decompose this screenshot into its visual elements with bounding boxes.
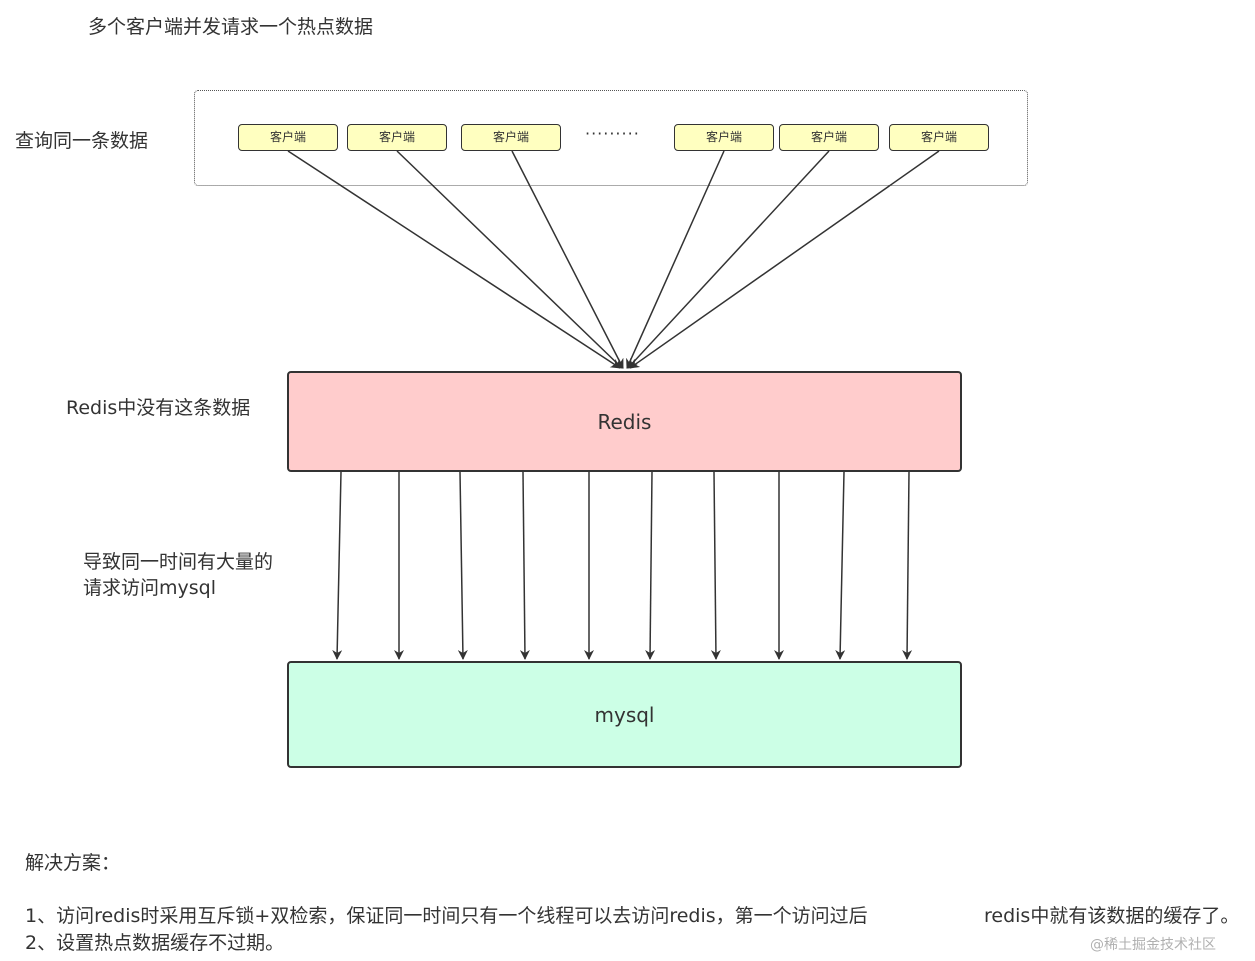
mysql-node-label: mysql	[594, 702, 655, 727]
client-node: 客户端	[889, 124, 989, 151]
mysql-node: mysql	[287, 661, 962, 768]
client-node: 客户端	[779, 124, 879, 151]
client-to-redis-arrow	[287, 150, 621, 369]
query-label: 查询同一条数据	[15, 130, 149, 152]
client-to-redis-arrow	[627, 150, 830, 369]
redis-to-mysql-arrow	[645, 471, 656, 660]
client-node: 客户端	[347, 124, 447, 151]
client-node: 客户端	[238, 124, 338, 151]
redis-to-mysql-arrow	[457, 471, 468, 660]
client-node: 客户端	[461, 124, 561, 151]
client-to-redis-arrow	[396, 150, 623, 369]
client-to-redis-arrow	[626, 150, 725, 369]
cause-label-line2: 请求访问mysql	[83, 577, 216, 599]
client-to-redis-arrow	[629, 150, 940, 369]
redis-to-mysql-arrow	[710, 471, 721, 660]
redis-to-mysql-arrow	[835, 471, 846, 660]
solution-item-1: 1、访问redis时采用互斥锁+双检索，保证同一时间只有一个线程可以去访问red…	[25, 905, 868, 927]
solution-item-1-continuation: redis中就有该数据的缓存了。	[984, 905, 1240, 927]
redis-miss-label: Redis中没有这条数据	[66, 397, 251, 419]
cause-label-line1: 导致同一时间有大量的	[83, 551, 274, 573]
redis-node-label: Redis	[597, 409, 652, 434]
redis-to-mysql-arrow	[902, 471, 913, 660]
cause-label: 导致同一时间有大量的 请求访问mysql	[83, 549, 273, 601]
client-to-redis-arrow	[511, 150, 624, 369]
solution-heading: 解决方案：	[25, 852, 121, 874]
solution-item-2: 2、设置热点数据缓存不过期。	[25, 932, 285, 954]
diagram-title: 多个客户端并发请求一个热点数据	[88, 16, 374, 38]
client-node: 客户端	[674, 124, 774, 151]
clients-group	[194, 90, 1028, 186]
watermark: @稀土掘金技术社区	[1090, 937, 1216, 953]
redis-node: Redis	[287, 371, 962, 472]
redis-to-mysql-arrow	[519, 471, 530, 660]
ellipsis: ·········	[585, 124, 640, 143]
redis-to-mysql-arrow	[332, 471, 343, 660]
